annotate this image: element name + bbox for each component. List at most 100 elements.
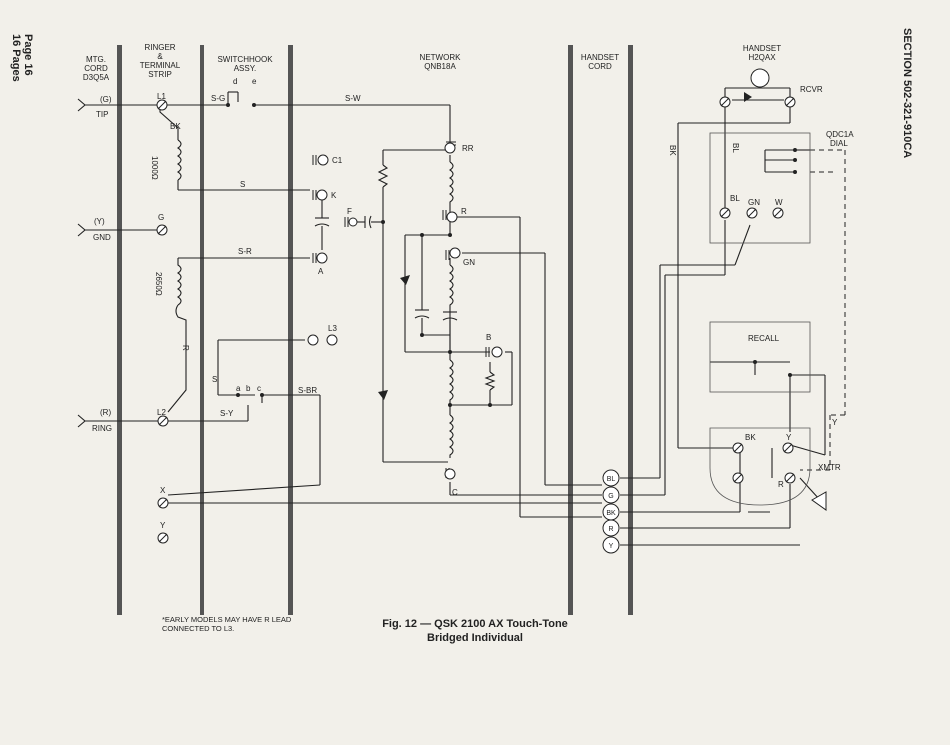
- svg-text:F: F: [347, 207, 352, 216]
- svg-text:MTG.: MTG.: [86, 55, 106, 64]
- svg-text:e: e: [252, 77, 257, 86]
- svg-text:S-R: S-R: [238, 247, 252, 256]
- svg-text:XMTR: XMTR: [818, 463, 841, 472]
- svg-text:BL: BL: [730, 194, 740, 203]
- svg-text:S: S: [212, 375, 217, 384]
- svg-text:L3: L3: [328, 324, 337, 333]
- svg-text:RCVR: RCVR: [800, 85, 823, 94]
- terminal-rcvr-left-icon: [719, 96, 731, 108]
- svg-text:BK: BK: [745, 433, 756, 442]
- svg-text:GND: GND: [93, 233, 111, 242]
- svg-text:(R): (R): [100, 408, 111, 417]
- svg-text:RING: RING: [92, 424, 112, 433]
- terminal-xmtr-left-icon: [732, 472, 744, 484]
- svg-text:Y: Y: [786, 433, 792, 442]
- cord-g-label: G: [608, 493, 613, 500]
- cord-bk-label: BK: [606, 510, 616, 517]
- cord-bl-label: BL: [607, 476, 616, 483]
- jack-l3-icon: [307, 334, 338, 346]
- terminal-gn-icon: [746, 207, 758, 219]
- svg-text:2650Ω: 2650Ω: [154, 272, 163, 296]
- cord-conductors: BL G BK R Y: [602, 469, 620, 554]
- svg-text:GN: GN: [748, 198, 760, 207]
- terminal-y-handset-icon: [782, 442, 794, 454]
- jack-r-icon: [442, 210, 458, 223]
- svg-text:BK: BK: [170, 122, 181, 131]
- svg-text:K: K: [331, 191, 337, 200]
- svg-text:H2QAX: H2QAX: [748, 53, 776, 62]
- svg-text:S-G: S-G: [211, 94, 225, 103]
- svg-text:(Y): (Y): [94, 217, 105, 226]
- terminals: [156, 96, 796, 544]
- svg-text:TIP: TIP: [96, 110, 108, 119]
- handset-labels: RCVR QDC1A DIAL BL GN W BL BK RECALL Y B…: [668, 85, 854, 489]
- svg-text:C: C: [452, 488, 458, 497]
- svg-text:D3Q5A: D3Q5A: [83, 73, 110, 82]
- svg-text:a: a: [236, 384, 241, 393]
- svg-text:b: b: [246, 384, 251, 393]
- svg-text:BL: BL: [731, 143, 740, 153]
- svg-text:A: A: [318, 267, 324, 276]
- varistor-icon: [744, 92, 752, 102]
- terminal-w-icon: [772, 207, 784, 219]
- varistor-icon: [400, 275, 410, 285]
- svg-text:HANDSET: HANDSET: [581, 53, 619, 62]
- network-labels: C1 K A F RR R GN B C: [318, 144, 491, 497]
- transmitter-icon: [811, 491, 827, 511]
- jack-rr-icon: [444, 141, 456, 154]
- svg-text:RECALL: RECALL: [748, 334, 780, 343]
- svg-text:L1: L1: [157, 92, 166, 101]
- svg-text:STRIP: STRIP: [148, 70, 172, 79]
- svg-text:c: c: [257, 384, 261, 393]
- svg-text:Y: Y: [160, 521, 166, 530]
- jack-gn-icon: [445, 247, 461, 260]
- terminal-l1-icon: [156, 99, 168, 111]
- terminal-r-icon: [784, 472, 796, 484]
- receiver-icon: [750, 68, 770, 88]
- footnote: *EARLY MODELS MAY HAVE R LEAD CONNECTED …: [162, 615, 292, 633]
- svg-text:CORD: CORD: [84, 64, 108, 73]
- svg-text:BK: BK: [668, 145, 677, 156]
- jack-c-icon: [444, 468, 456, 480]
- jack-b-icon: [485, 346, 503, 358]
- svg-text:NETWORK: NETWORK: [420, 53, 462, 62]
- varistor-icon: [378, 390, 388, 400]
- svg-text:TERMINAL: TERMINAL: [140, 61, 181, 70]
- terminal-l2-icon: [157, 415, 169, 427]
- svg-text:B: B: [486, 333, 491, 342]
- svg-text:R: R: [461, 207, 467, 216]
- column-dividers: [117, 45, 633, 615]
- terminal-bk-icon: [732, 442, 744, 454]
- jack-c1-icon: [312, 154, 329, 166]
- figure-caption: Fig. 12 — QSK 2100 AX Touch-Tone Bridged…: [382, 618, 568, 644]
- svg-text:SWITCHHOOK: SWITCHHOOK: [217, 55, 273, 64]
- jack-a-icon: [312, 252, 328, 264]
- svg-text:RR: RR: [462, 144, 474, 153]
- svg-text:S: S: [240, 180, 245, 189]
- terminal-x-icon: [157, 497, 169, 509]
- svg-text:G: G: [158, 213, 164, 222]
- jack-k-icon: [312, 189, 328, 201]
- junction-dots: [226, 103, 797, 407]
- terminal-labels: (G) TIP (Y) GND (R) RING L1 L2 L3 G X Y …: [92, 92, 337, 530]
- terminal-y-icon: [157, 532, 169, 544]
- svg-text:RINGER: RINGER: [144, 43, 175, 52]
- svg-text:C1: C1: [332, 156, 343, 165]
- svg-text:DIAL: DIAL: [830, 139, 848, 148]
- svg-text:1000Ω: 1000Ω: [150, 156, 159, 180]
- svg-text:Y: Y: [832, 418, 838, 427]
- network-jacks: [307, 141, 503, 480]
- wiring: [77, 87, 826, 546]
- svg-text:(G): (G): [100, 95, 112, 104]
- cord-r-label: R: [608, 526, 613, 533]
- svg-text:CORD: CORD: [588, 62, 612, 71]
- svg-text:ASSY.: ASSY.: [234, 64, 257, 73]
- svg-text:R: R: [181, 345, 190, 351]
- svg-text:d: d: [233, 77, 237, 86]
- terminal-g-icon: [156, 224, 168, 236]
- svg-text:W: W: [775, 198, 783, 207]
- svg-text:S-Y: S-Y: [220, 409, 234, 418]
- svg-text:HANDSET: HANDSET: [743, 44, 781, 53]
- svg-text:L2: L2: [157, 408, 166, 417]
